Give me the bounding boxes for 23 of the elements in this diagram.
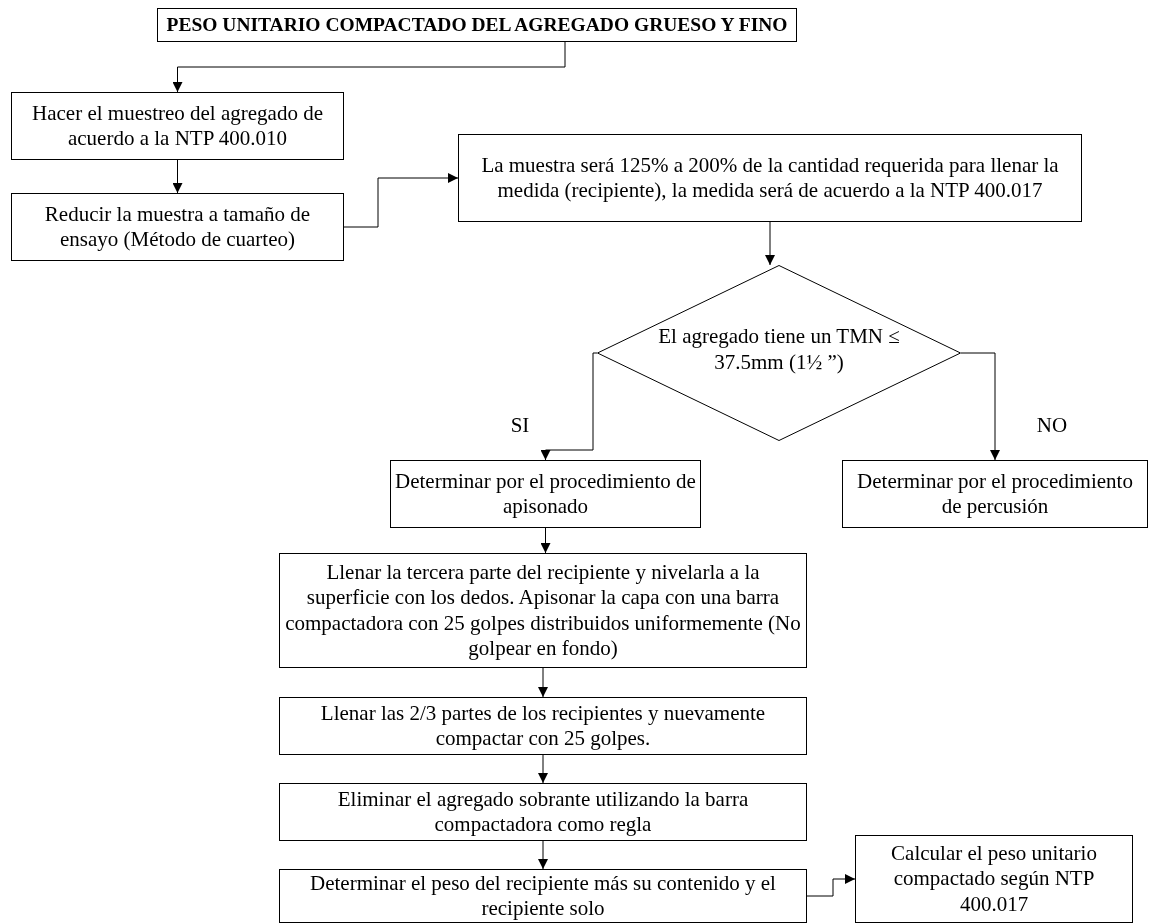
process-box: Hacer el muestreo del agregado de acuerdo a la NTP 400.010 <box>11 92 344 160</box>
process-box: Calcular el peso unitario compactado según NTP 400.017 <box>855 835 1133 923</box>
process-box: La muestra será 125% a 200% de la cantidad requerida para llenar la medida (recipiente), la medida será de acuerdo a la NTP 400.017 <box>458 134 1082 222</box>
process-box: Determinar por el procedimiento de apisonado <box>390 460 701 528</box>
process-box: Determinar por el procedimiento de percusión <box>842 460 1148 528</box>
arrow <box>538 754 548 784</box>
arrow <box>538 840 548 870</box>
arrow <box>343 173 459 228</box>
arrow <box>540 352 598 461</box>
process-box: Llenar la tercera parte del recipiente y nivelarla a la superficie con los dedos. Apisonar la capa con una barra compactadora con 25 golpes distribuidos uniformemente (No golpear en fondo) <box>279 553 807 668</box>
process-box: Determinar el peso del recipiente más su contenido y el recipiente solo <box>279 869 807 923</box>
arrow <box>538 667 548 698</box>
title-box: PESO UNITARIO COMPACTADO DEL AGREGADO GRUESO Y FINO <box>157 8 797 42</box>
arrow <box>806 874 856 897</box>
process-box: Eliminar el agregado sobrante utilizando la barra compactadora como regla <box>279 783 807 841</box>
process-box: Reducir la muestra a tamaño de ensayo (Método de cuarteo) <box>11 193 344 261</box>
arrow <box>765 221 775 266</box>
arrow <box>172 159 183 194</box>
arrow <box>540 527 551 554</box>
process-box: Llenar las 2/3 partes de los recipientes y nuevamente compactar con 25 golpes. <box>279 697 807 755</box>
decision-text: El agregado tiene un TMN ≤ 37.5mm (1½ ”) <box>657 322 901 376</box>
arrow <box>172 41 566 93</box>
arrow <box>960 352 1000 461</box>
